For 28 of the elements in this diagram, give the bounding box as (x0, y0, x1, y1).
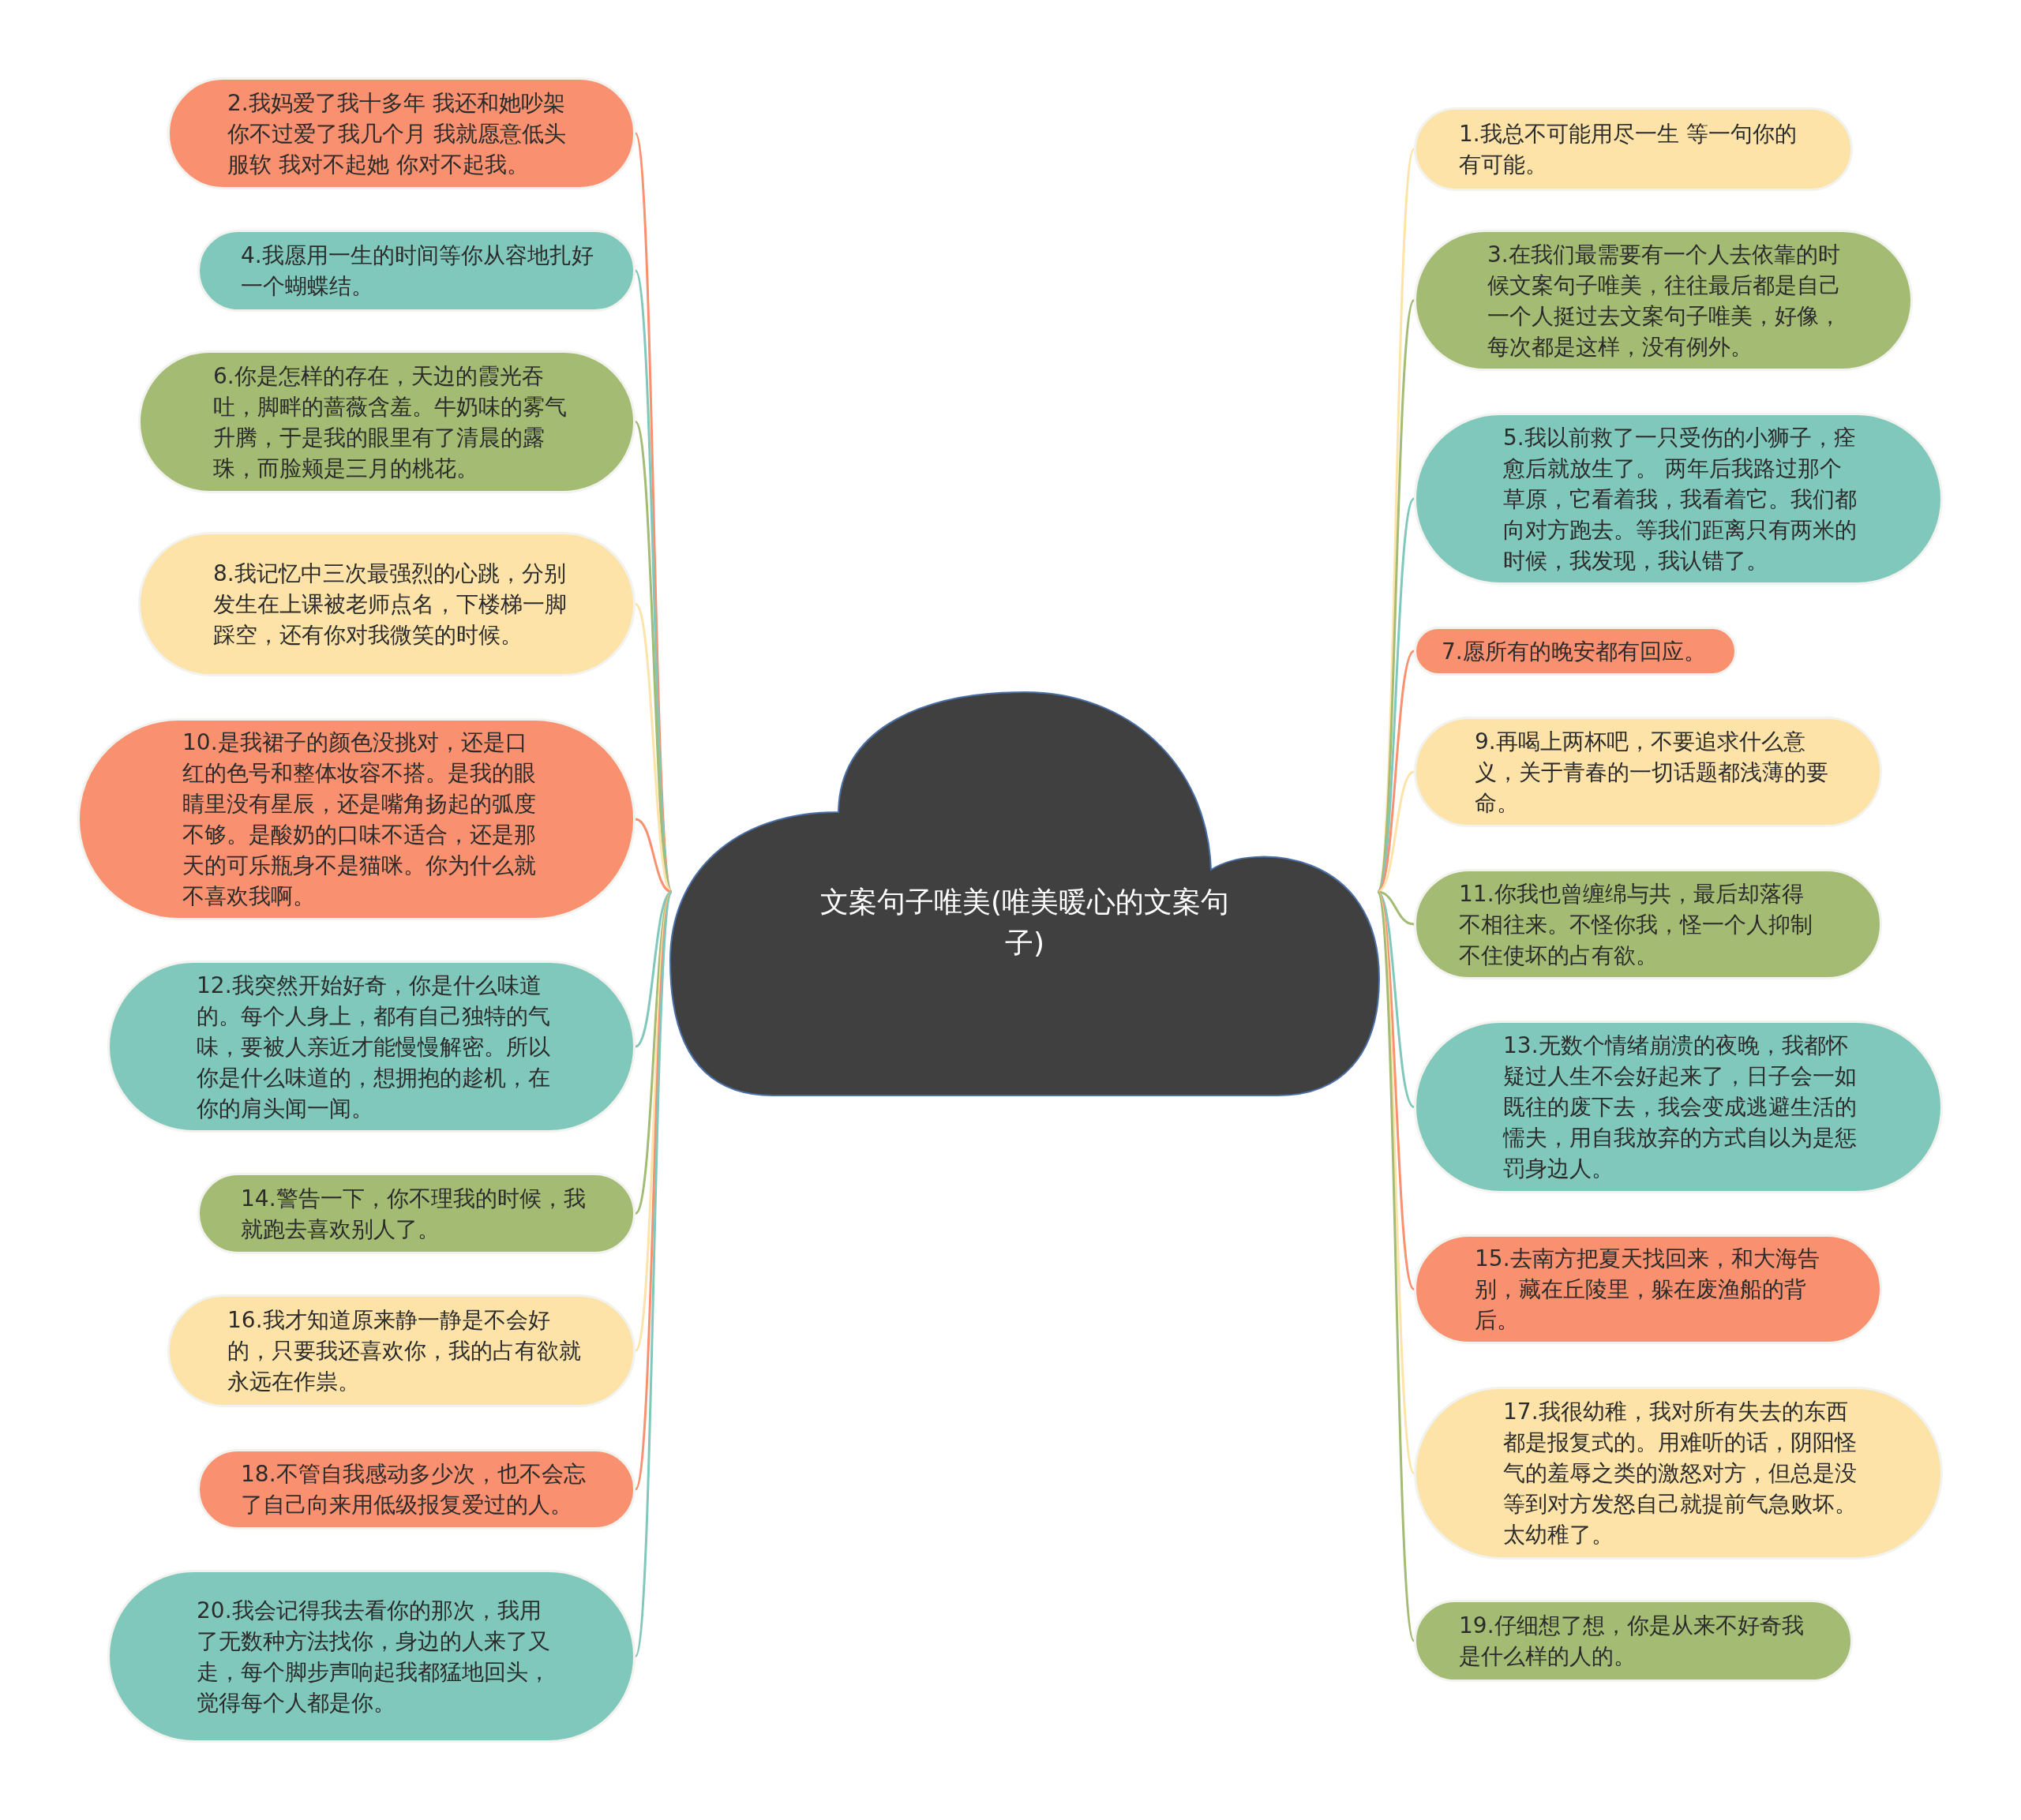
quote-bubble: 19.仔细想了想，你是从来不好奇我是什么样的人的。 (1414, 1600, 1853, 1682)
quote-bubble: 2.我妈爱了我十多年 我还和她吵架你不过爱了我几个月 我就愿意低头服软 我对不起她 你对不起我。 (167, 77, 636, 189)
quote-bubble: 17.我很幼稚，我对所有失去的东西都是报复式的。用难听的话，阴阳怪气的羞辱之类的激怒对方，但总是没等到对方发怒自己就提前气急败坏。太幼稚了。 (1414, 1387, 1943, 1560)
quote-bubble: 4.我愿用一生的时间等你从容地扎好一个蝴蝶结。 (197, 230, 636, 312)
quote-bubble: 11.你我也曾缠绵与共，最后却落得不相往来。不怪你我，怪一个人抑制不住使坏的占有欲。 (1414, 869, 1882, 979)
quote-bubble: 20.我会记得我去看你的那次，我用了无数种方法找你，身边的人来了又走，每个脚步声响起我都猛地回头，觉得每个人都是你。 (107, 1570, 636, 1743)
quote-bubble: 16.我才知道原来静一静是不会好的，只要我还喜欢你，我的占有欲就永远在作祟。 (167, 1294, 636, 1407)
quote-bubble: 9.再喝上两杯吧，不要追求什么意义，关于青春的一切话题都浅薄的要命。 (1414, 717, 1882, 827)
quote-bubble: 12.我突然开始好奇，你是什么味道的。每个人身上，都有自己独特的气味，要被人亲近才能慢慢解密。所以你是什么味道的，想拥抱的趁机，在你的肩头闻一闻。 (107, 961, 636, 1133)
branch-line (1376, 498, 1415, 893)
branch-line (1376, 891, 1415, 1642)
branch-line (634, 421, 673, 893)
quote-bubble: 6.你是怎样的存在，天边的霞光吞吐，脚畔的蔷薇含羞。牛奶味的雾气升腾，于是我的眼里有了清晨的露珠，而脸颊是三月的桃花。 (138, 350, 636, 493)
quote-bubble: 3.在我们最需要有一个人去依靠的时候文案句子唯美，往往最后都是自己一个人挺过去文案句子唯美，好像，每次都是这样，没有例外。 (1414, 230, 1913, 371)
quote-bubble: 1.我总不可能用尽一生 等一句你的有可能。 (1414, 107, 1853, 191)
branch-line (635, 890, 673, 1048)
quote-bubble: 15.去南方把夏天找回来，和大海告别，藏在丘陵里，躲在废渔船的背后。 (1414, 1234, 1882, 1344)
quote-bubble: 5.我以前救了一只受伤的小狮子，痊愈后就放生了。 两年后我路过那个草原，它看着我，我看着它。我们都向对方跑去。等我们距离只有两米的时候，我发现，我认错了。 (1414, 413, 1943, 585)
quote-bubble: 7.愿所有的晚安都有回应。 (1414, 627, 1737, 676)
quote-bubble: 8.我记忆中三次最强烈的心跳，分别发生在上课被老师点名，下楼梯一脚踩空，还有你对我微笑的时候。 (138, 532, 636, 676)
quote-bubble: 13.无数个情绪崩溃的夜晚，我都怀疑过人生不会好起来了，日子会一如既往的废下去，我会变成逃避生活的懦夫，用自我放弃的方式自以为是惩罚身边人。 (1414, 1020, 1943, 1193)
quote-bubble: 18.不管自我感动多少次，也不会忘了自己向来用低级报复爱过的人。 (197, 1449, 636, 1530)
branch-line (634, 891, 673, 1657)
central-topic: 文案句子唯美(唯美暖心的文案句子) (819, 885, 1230, 961)
branch-line (635, 818, 673, 893)
quote-bubble: 10.是我裙子的颜色没挑对，还是口红的色号和整体妆容不搭。是我的眼睛里没有星辰，还是嘴角扬起的弧度不够。是酸奶的口味不适合，还是那天的可乐瓶身不是猫咪。你为什么就不喜欢我啊。 (77, 718, 636, 920)
quote-bubble: 14.警告一下，你不理我的时候，我就跑去喜欢别人了。 (197, 1173, 636, 1254)
branch-line (1377, 770, 1415, 893)
